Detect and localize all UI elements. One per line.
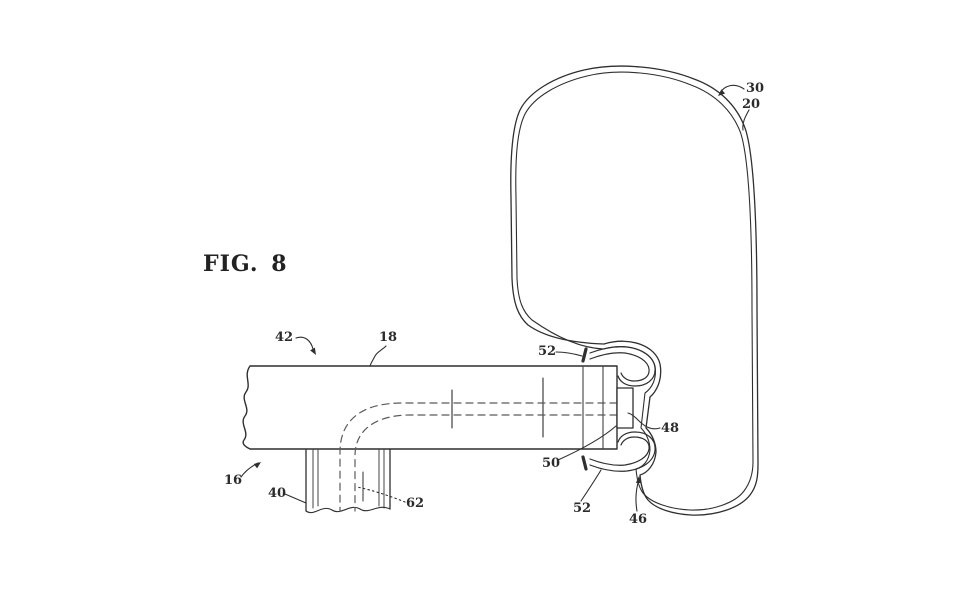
ref-label-52-bottom: 52 [573,501,592,516]
rail-outline [242,365,618,450]
inflator-tube-dashed [339,402,618,512]
leader-42 [295,336,314,350]
top-hook-band-inner [589,352,650,382]
leader-48 [627,412,661,430]
arrowhead-42 [310,347,316,355]
arrowhead-46 [635,476,642,484]
leader-52-bottom [580,469,602,502]
rail [242,365,618,450]
top-hook-clip [581,346,656,387]
ref-label-50: 50 [542,456,561,471]
tube-outer-dashed [339,402,618,512]
ref-label-52-top: 52 [538,344,557,359]
cushion-inner-wall [515,71,754,511]
ref-label-46: 46 [629,512,648,527]
tube-inner-dashed [354,414,618,512]
end-block [616,387,634,429]
leader-20 [742,109,750,131]
leader-52-top [555,351,583,357]
top-hook-band-outer [589,346,656,387]
arrowhead-16 [253,462,261,469]
bottom-hook-clip [581,431,656,472]
bottom-hook-band-inner [589,436,650,466]
ref-label-18: 18 [379,330,398,345]
pillar [305,448,391,514]
leader-18 [369,345,387,367]
pillar-break-line [305,506,391,514]
leader-lines [240,84,750,512]
ref-label-20: 20 [742,97,761,112]
bottom-hook-band-outer [589,431,656,472]
ref-label-42: 42 [275,330,294,345]
leader-62-dotted [356,486,406,503]
leader-40 [284,493,307,504]
ref-label-16: 16 [224,473,243,488]
ref-label-30: 30 [746,81,765,96]
ref-label-48: 48 [661,421,680,436]
arrowhead-30 [718,89,726,96]
leader-50 [557,425,617,461]
ref-label-40: 40 [268,486,287,501]
top-hook-terminal-bar [581,347,588,363]
bottom-hook-terminal-bar [581,455,588,471]
ref-label-62: 62 [406,496,425,511]
figure-title: FIG. 8 [203,251,288,277]
